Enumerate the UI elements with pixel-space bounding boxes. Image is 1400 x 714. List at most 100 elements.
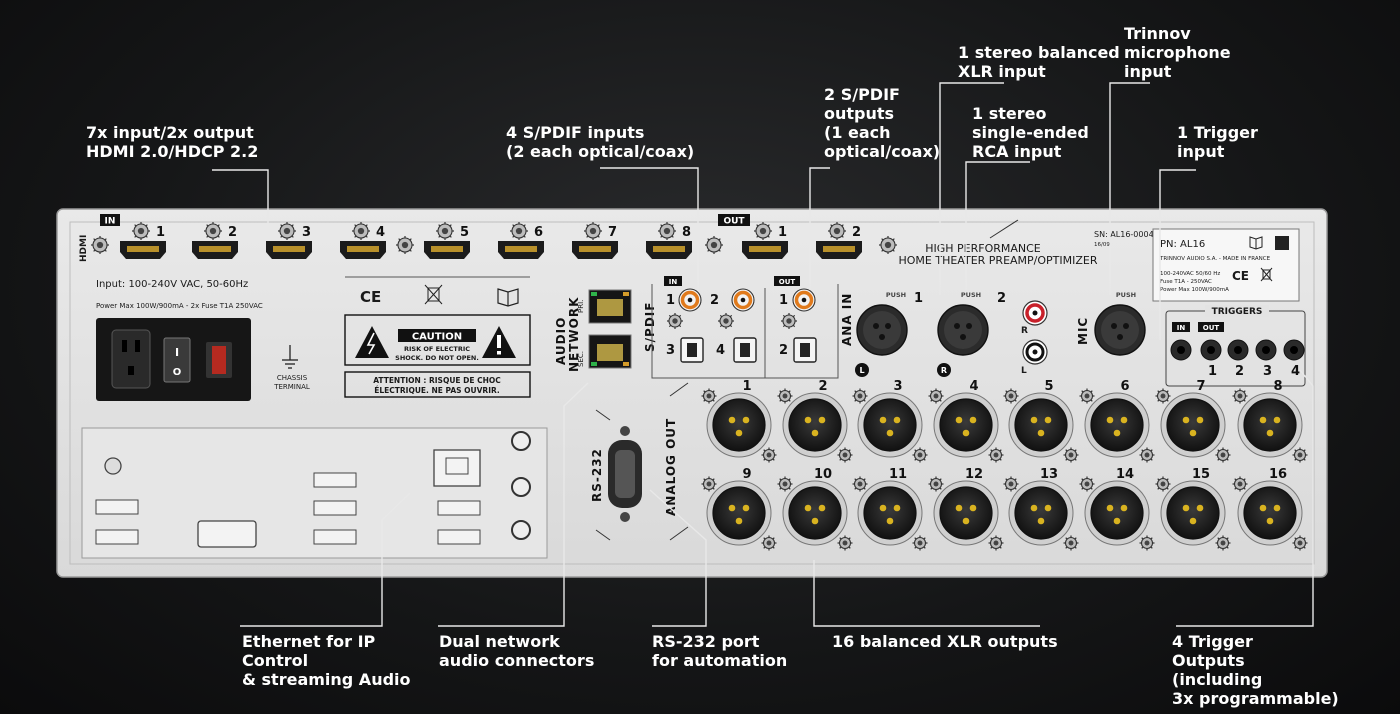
audio-network-label: AUDIO <box>554 317 568 365</box>
screw-icon <box>584 222 602 240</box>
hdmi-out-badge <box>718 214 750 226</box>
divider <box>595 409 611 421</box>
callout-rs232-line-2: for automation <box>652 651 787 670</box>
leader-line <box>813 560 1040 627</box>
screw-icon <box>1215 535 1231 551</box>
hdmi-input-port[interactable] <box>192 241 238 259</box>
xlr-balanced-output[interactable] <box>1160 480 1226 546</box>
hdmi-input-port[interactable] <box>340 241 386 259</box>
hdmi-out-badge-label: OUT <box>723 217 745 227</box>
screw-icon <box>1139 447 1155 463</box>
screw-icon <box>837 535 853 551</box>
serial-number: SN: AL16-000451 <box>1094 230 1164 239</box>
xlr-balanced-output[interactable] <box>933 480 999 546</box>
hdmi-input-port[interactable] <box>424 241 470 259</box>
power-switch[interactable] <box>163 337 191 383</box>
audio-jack[interactable] <box>511 431 531 451</box>
xlr-balanced-input-right[interactable] <box>937 304 989 356</box>
xlr-balanced-output[interactable] <box>857 392 923 458</box>
usb-port[interactable] <box>313 472 357 488</box>
lightning-icon <box>366 332 376 355</box>
spdif-optical-port[interactable] <box>680 337 704 363</box>
spdif-in-badge <box>664 276 682 286</box>
xlr-balanced-output[interactable] <box>1160 392 1226 458</box>
trigger-output-jack[interactable] <box>1283 339 1305 361</box>
hdmi-output-port[interactable] <box>816 241 862 259</box>
ethernet-port[interactable] <box>433 449 481 487</box>
screw-icon <box>988 535 1004 551</box>
usb-port[interactable] <box>313 529 357 545</box>
dvi-port[interactable] <box>197 520 257 548</box>
usb-port[interactable] <box>313 500 357 516</box>
caution-line-1: RISK OF ELECTRIC <box>404 345 470 353</box>
usb-port[interactable] <box>437 500 481 516</box>
audio-jack[interactable] <box>511 477 531 497</box>
leader-line <box>965 161 1030 290</box>
trigger-output-jack[interactable] <box>1227 339 1249 361</box>
hdmi-input-port[interactable] <box>266 241 312 259</box>
callout-mic-line-3: input <box>1124 62 1172 81</box>
xlr-out-number: 12 <box>965 467 983 482</box>
hdmi-input-port[interactable] <box>498 241 544 259</box>
callout-trigger-out-line-2: Outputs <box>1172 651 1245 670</box>
xlr-balanced-output[interactable] <box>1237 480 1303 546</box>
screw-icon <box>1063 535 1079 551</box>
xlr-balanced-output[interactable] <box>1237 392 1303 458</box>
spdif-coax-port[interactable] <box>731 288 755 312</box>
trigger-output-jack[interactable] <box>1255 339 1277 361</box>
trigger-output-jack[interactable] <box>1200 339 1222 361</box>
hdmi-input-port[interactable] <box>120 241 166 259</box>
audio-network-label-2: NETWORK <box>567 297 581 372</box>
screw-icon <box>658 222 676 240</box>
hdmi-input-port[interactable] <box>572 241 618 259</box>
audio-jack[interactable] <box>511 520 531 540</box>
pri-label: PRI. <box>577 300 585 313</box>
xlr-balanced-output[interactable] <box>1008 392 1074 458</box>
screw-icon <box>777 476 793 492</box>
xlr-balanced-output[interactable] <box>782 480 848 546</box>
spdif-coax-port[interactable] <box>678 288 702 312</box>
callout-spdif-in-line-2: (2 each optical/coax) <box>506 142 694 161</box>
xlr-balanced-output[interactable] <box>1084 392 1150 458</box>
callout-trigger-in-line-2: input <box>1177 142 1225 161</box>
xlr-balanced-output[interactable] <box>1084 480 1150 546</box>
hdmi-input-port[interactable] <box>646 241 692 259</box>
callout-ethernet-line-1: Ethernet for IP <box>242 632 376 651</box>
xlr-balanced-output[interactable] <box>857 480 923 546</box>
usb-port[interactable] <box>95 499 139 515</box>
xlr-balanced-output[interactable] <box>706 480 772 546</box>
ps2-port[interactable] <box>104 457 122 475</box>
callout-hdmi-line-2: HDMI 2.0/HDCP 2.2 <box>86 142 258 161</box>
callout-xlr-in-line-1: 1 stereo balanced <box>958 43 1120 62</box>
xlr-balanced-output[interactable] <box>933 392 999 458</box>
link-led-icon <box>591 292 597 296</box>
iec-power-inlet[interactable] <box>111 329 151 389</box>
spdif-in-number: 1 <box>666 293 675 308</box>
xlr-balanced-output[interactable] <box>1008 480 1074 546</box>
usb-port[interactable] <box>95 529 139 545</box>
leader-line <box>212 169 269 240</box>
xlr-balanced-input-left[interactable] <box>856 304 908 356</box>
hdmi-in-number: 7 <box>608 225 617 240</box>
hdmi-output-port[interactable] <box>742 241 788 259</box>
spdif-optical-port[interactable] <box>733 337 757 363</box>
triggers-title: TRIGGERS <box>1212 307 1263 317</box>
xlr-out-number: 1 <box>742 379 751 394</box>
spdif-coax-port[interactable] <box>792 288 816 312</box>
usb-port[interactable] <box>437 529 481 545</box>
xlr-balanced-output[interactable] <box>782 392 848 458</box>
trigger-in-badge-label: IN <box>1177 324 1186 332</box>
analog-out-label: ANALOG OUT <box>664 418 678 516</box>
microphone-input[interactable] <box>1094 304 1146 356</box>
power-max-text: Power Max 100W/900mA - 2x Fuse T1A 250VA… <box>96 302 263 310</box>
callout-spdif-in-line-1: 4 S/PDIF inputs <box>506 123 644 142</box>
push-latch-label: PUSH <box>961 291 981 299</box>
exclamation-mark-icon <box>497 335 501 348</box>
spdif-optical-port[interactable] <box>793 337 817 363</box>
trigger-input-jack[interactable] <box>1170 339 1192 361</box>
spdif-frame <box>651 284 839 379</box>
xlr-r-label: R <box>941 366 947 375</box>
xlr-out-number: 10 <box>814 467 832 482</box>
xlr-balanced-output[interactable] <box>706 392 772 458</box>
